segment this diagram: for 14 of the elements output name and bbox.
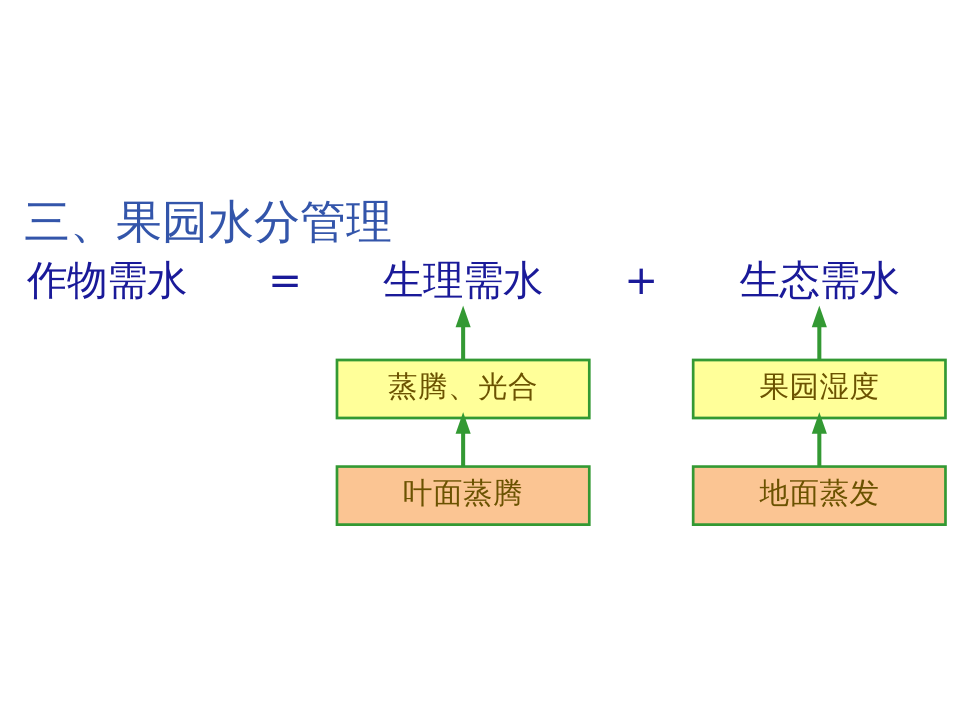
node-text: 作物需水 bbox=[26, 256, 187, 304]
arrow bbox=[812, 412, 827, 466]
node-box: 果园湿度 bbox=[692, 358, 947, 420]
node-text: 生态需水 bbox=[739, 256, 900, 304]
node-box: 蒸腾、光合 bbox=[336, 358, 591, 420]
node-box: 叶面蒸腾 bbox=[336, 465, 591, 526]
arrow bbox=[456, 412, 471, 466]
node-box: 地面蒸发 bbox=[692, 465, 947, 526]
diagram-title: 三、果园水分管理 bbox=[24, 194, 392, 248]
label: = bbox=[268, 256, 302, 304]
arrow bbox=[456, 306, 471, 360]
node-text: 生理需水 bbox=[383, 256, 544, 304]
arrow bbox=[812, 306, 827, 360]
label: + bbox=[624, 256, 658, 304]
